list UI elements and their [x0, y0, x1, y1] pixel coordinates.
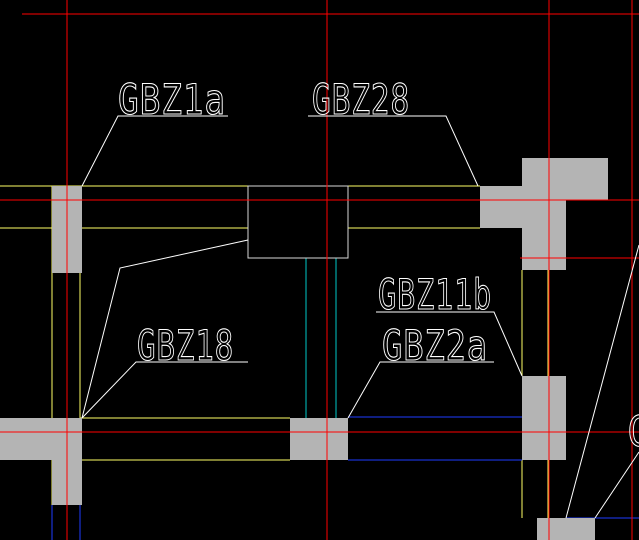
- column-gbz2a[interactable]: [290, 418, 348, 460]
- cyan-beam-lines: [305, 258, 337, 418]
- label-gbz18: GBZ18: [137, 321, 234, 370]
- column-gbz28[interactable]: [480, 158, 608, 270]
- leader-lines: [81, 115, 639, 519]
- opening-box: [247, 185, 349, 259]
- label-gbz1a: GBZ1a: [118, 75, 226, 124]
- column-labels: GBZ1a GBZ28 GBZ11b GBZ18 GBZ2a G: [117, 74, 639, 456]
- label-gbz11b: GBZ11b: [378, 270, 492, 319]
- column-partial[interactable]: [537, 518, 595, 540]
- label-gbz28: GBZ28: [312, 75, 410, 124]
- blue-beam-lines: [51, 416, 639, 540]
- column-gbz18[interactable]: [0, 418, 82, 505]
- label-partial: G: [628, 407, 639, 456]
- label-gbz2a: GBZ2a: [382, 321, 488, 370]
- column-gbz11b[interactable]: [522, 376, 566, 460]
